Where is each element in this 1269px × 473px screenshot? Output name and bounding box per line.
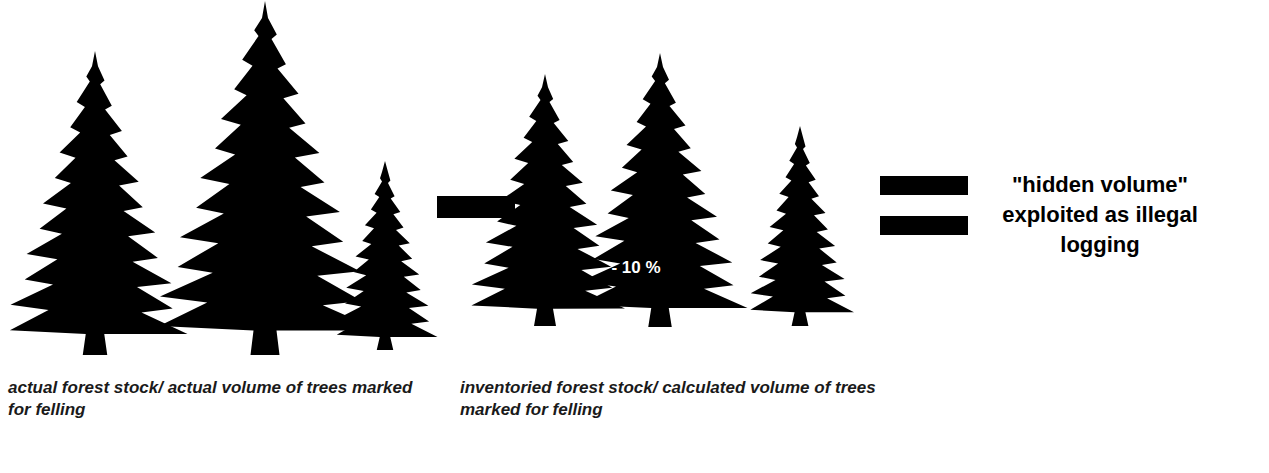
spruce-tree [580,53,748,327]
equals-sign [880,216,968,235]
spruce-tree [337,161,438,350]
spruce-tree [10,51,188,355]
percent-label: - 10 % [591,258,681,278]
tree-silhouettes [10,1,854,355]
spruce-tree [159,1,380,355]
caption-label: inventoried forest stock/ calculated vol… [460,377,890,421]
equals-sign [880,176,968,195]
spruce-tree [750,126,854,326]
minus-sign [437,196,515,218]
result-label: "hidden volume" exploited as illegal log… [1000,170,1200,260]
caption-label: actual forest stock/ actual volume of tr… [8,377,438,421]
